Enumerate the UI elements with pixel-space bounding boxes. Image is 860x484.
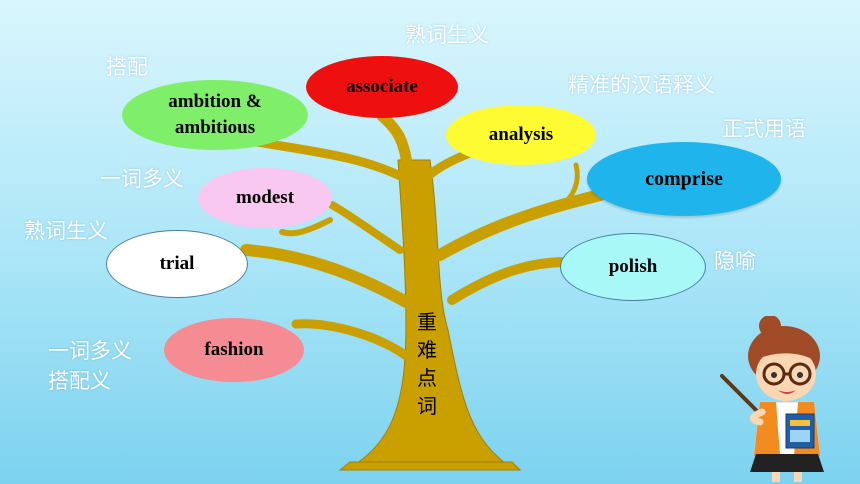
branch-modest-twig [279, 217, 333, 237]
note-left-mid: 熟词生义 [24, 219, 108, 243]
word-associate: associate [346, 76, 418, 97]
note-right-mid: 正式用语 [722, 117, 806, 141]
hair-bun [759, 316, 781, 337]
word-polish: polish [608, 256, 658, 277]
branch-comprise-twig [557, 162, 580, 211]
note-left-lower-2: 搭配义 [48, 369, 111, 393]
word-oval-modest[interactable]: modest [198, 168, 332, 228]
word-analysis: analysis [488, 124, 554, 145]
word-oval-associate[interactable]: associate [306, 56, 458, 118]
word-oval-fashion[interactable]: fashion [164, 318, 304, 382]
word-ambition-line-1: ambition & [168, 91, 262, 112]
trunk-label-char-1: 重 [417, 310, 437, 334]
word-oval-polish[interactable]: polish [560, 233, 706, 301]
pointer-stick [720, 374, 762, 416]
branch-analysis [421, 147, 477, 183]
branch-modest [328, 201, 404, 254]
word-comprise: comprise [645, 167, 723, 190]
tree-trunk [348, 159, 514, 469]
note-top-left: 搭配 [106, 55, 148, 79]
trunk-label: 重 难 点 词 [414, 308, 440, 420]
branch-polish [447, 257, 571, 305]
word-oval-trial[interactable]: trial [106, 230, 248, 298]
note-right-lower: 隐喻 [714, 249, 756, 273]
word-oval-ambition[interactable]: ambition & ambitious [122, 80, 308, 150]
word-oval-comprise[interactable]: comprise [587, 142, 781, 216]
word-oval-analysis[interactable]: analysis [446, 105, 596, 165]
word-trial: trial [159, 253, 195, 274]
note-left-lower-1: 一词多义 [48, 339, 132, 363]
word-ambition-line-2: ambitious [174, 117, 256, 138]
tree-roots [338, 461, 522, 471]
note-right-top: 精准的汉语释义 [568, 73, 715, 97]
branch-associate [376, 110, 414, 176]
trunk-label-char-3: 点 [417, 366, 437, 390]
branch-comprise [434, 189, 606, 261]
note-left-upper: 一词多义 [100, 167, 184, 191]
branch-fashion [291, 319, 417, 365]
branch-trial [240, 244, 426, 316]
teacher-cartoon [720, 316, 824, 482]
trunk-label-char-4: 词 [417, 394, 437, 418]
word-fashion: fashion [204, 339, 264, 360]
word-modest: modest [235, 187, 295, 208]
trunk-label-char-2: 难 [417, 338, 437, 362]
note-top-center: 熟词生义 [405, 23, 489, 47]
